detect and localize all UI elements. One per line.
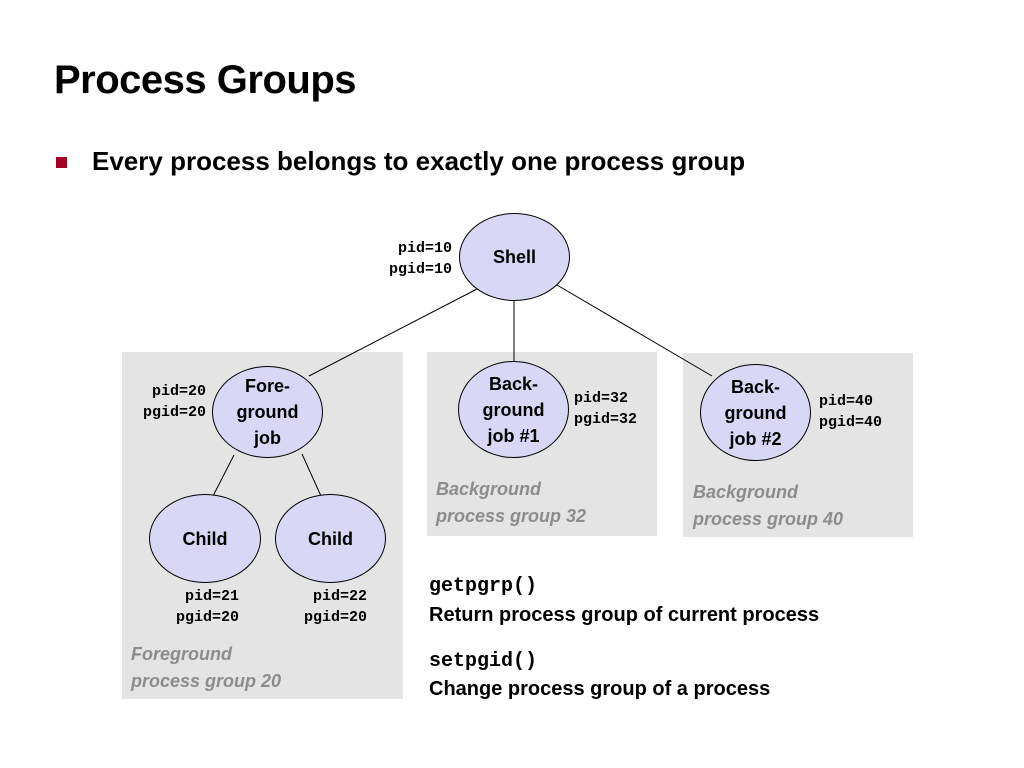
background-40-caption-line-1: Background xyxy=(693,482,799,502)
shell-node-label: Shell xyxy=(492,247,536,267)
function-desc-getpgrp: Return process group of current process xyxy=(429,604,820,626)
foreground-job-node: Fore- ground job xyxy=(212,366,323,458)
child-2-ids: pid=22 pgid=20 xyxy=(303,588,367,626)
foreground-job-label: Fore- ground job xyxy=(236,376,299,448)
background-job-2-node: Back- ground job #2 xyxy=(700,364,811,461)
background-job-1-ids: pid=32 pgid=32 xyxy=(574,390,638,428)
background-32-caption-line-2: process group 32 xyxy=(436,506,587,526)
link-shell-foreground xyxy=(308,288,478,377)
child-node-2: Child xyxy=(275,494,386,583)
background-32-group-caption: Background process group 32 xyxy=(436,476,586,530)
foreground-caption-line-2: process group 20 xyxy=(131,671,282,691)
child-1-ids: pid=21 pgid=20 xyxy=(175,588,239,626)
background-job-1-label: Back- ground job #1 xyxy=(482,373,545,446)
foreground-caption-line-1: Foreground xyxy=(131,644,232,664)
bullet-item: Every process belongs to exactly one pro… xyxy=(56,146,745,177)
shell-ids: pid=10 pgid=10 xyxy=(388,240,452,278)
shell-node: Shell xyxy=(459,213,570,301)
bullet-square-icon xyxy=(56,157,67,168)
background-40-caption-line-2: process group 40 xyxy=(693,509,844,529)
background-job-1-node: Back- ground job #1 xyxy=(458,361,569,458)
foreground-job-ids: pid=20 pgid=20 xyxy=(142,383,206,421)
slide-title: Process Groups xyxy=(54,58,357,102)
function-name-setpgid: setpgid() xyxy=(429,650,538,673)
background-40-group-caption: Background process group 40 xyxy=(693,479,843,533)
child-1-label: Child xyxy=(182,528,228,549)
child-2-label: Child xyxy=(308,528,353,549)
link-shell-background-2 xyxy=(556,284,713,377)
function-desc-setpgid: Change process group of a process xyxy=(429,678,771,700)
link-foreground-child-1 xyxy=(212,454,235,497)
function-name-getpgrp: getpgrp() xyxy=(429,575,538,598)
background-32-caption-line-1: Background xyxy=(436,479,542,499)
background-job-2-label: Back- ground job #2 xyxy=(724,376,787,449)
child-node-1: Child xyxy=(149,494,261,583)
foreground-group-caption: Foreground process group 20 xyxy=(131,641,281,695)
link-foreground-child-2 xyxy=(301,453,322,497)
bullet-text: Every process belongs to exactly one pro… xyxy=(92,146,746,176)
background-job-2-ids: pid=40 pgid=40 xyxy=(819,393,883,431)
